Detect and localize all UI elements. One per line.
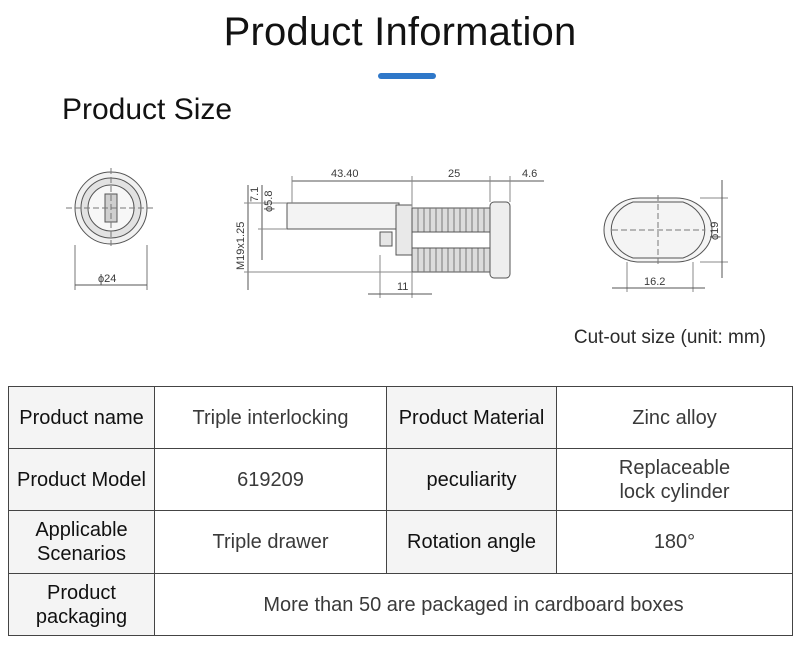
spec-label: Product Model (8, 448, 155, 511)
spec-value: Triple interlocking (154, 386, 387, 449)
cutout-width-label: 16.2 (644, 276, 665, 288)
spec-value: Replaceable lock cylinder (556, 448, 793, 511)
dimension-drawing: ϕ24 (66, 168, 728, 298)
side-dim-bottom: 11 (397, 281, 408, 293)
front-view-drawing (66, 168, 156, 290)
spec-label: Applicable Scenarios (8, 510, 155, 574)
spec-value: 619209 (154, 448, 387, 511)
table-row: Product Model 619209 peculiarity Replace… (8, 448, 793, 511)
spec-value: Zinc alloy (556, 386, 793, 449)
side-dim-top-2: 25 (448, 168, 460, 180)
table-row: Applicable Scenarios Triple drawer Rotat… (8, 510, 793, 574)
side-dim-top-1: 43.40 (331, 168, 359, 180)
specs-table: Product name Triple interlocking Product… (8, 386, 793, 636)
spec-label: Product packaging (8, 573, 155, 636)
cutout-height-label: ϕ19 (709, 222, 721, 240)
spec-value: Triple drawer (154, 510, 387, 574)
side-dim-top-3: 4.6 (522, 168, 537, 180)
title-underline (378, 73, 436, 79)
side-dim-left-1: 7.1 (249, 187, 261, 202)
section-title-product-size: Product Size (62, 93, 233, 126)
spec-value: 180° (556, 510, 793, 574)
spec-label: Product name (8, 386, 155, 449)
side-view-drawing (244, 176, 544, 298)
cutout-size-caption: Cut-out size (unit: mm) (573, 327, 766, 348)
spec-label: Rotation angle (386, 510, 557, 574)
page-title: Product Information (223, 10, 577, 54)
side-dim-left-3: M19x1.25 (235, 222, 247, 270)
side-dim-left-2: ϕ5.8 (263, 191, 275, 212)
table-row: Product name Triple interlocking Product… (8, 386, 793, 449)
spec-value-packaging: More than 50 are packaged in cardboard b… (154, 573, 793, 636)
table-row: Product packaging More than 50 are packa… (8, 573, 793, 636)
spec-label: Product Material (386, 386, 557, 449)
product-size-diagram: ϕ24 (0, 150, 800, 310)
spec-label: peculiarity (386, 448, 557, 511)
front-diameter-label: ϕ24 (98, 273, 116, 285)
cutout-view-drawing (603, 180, 728, 292)
